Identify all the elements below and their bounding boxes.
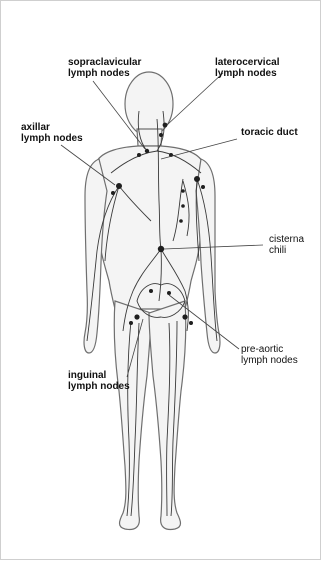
human-body-outline [84,72,220,529]
label-cisterna-chili: cisterna chili [269,234,304,256]
node-axillar-left [194,176,200,182]
node-supraclavicular [145,149,149,153]
node-inguinal-right [129,321,133,325]
node-thoracic [179,219,183,223]
label-thoracic-duct: toracic duct [241,127,298,138]
leader-laterocervical [167,73,223,125]
node-laterocervical [159,133,163,137]
label-laterocervical: laterocervical lymph nodes [215,57,280,79]
label-pre-aortic: pre-aortic lymph nodes [241,344,298,366]
node-inguinal-right [134,314,139,319]
node-inguinal-left [189,321,193,325]
node-axillar-right [116,183,122,189]
node-pre-aortic [167,291,171,295]
node-thoracic [181,204,185,208]
node-thoracic [181,189,185,193]
node-axillar-right [111,191,115,195]
label-axillar: axillar lymph nodes [21,122,83,144]
label-supraclavicular: sopraclavicular lymph nodes [68,57,141,79]
node-laterocervical [163,123,168,128]
node-axillar-left [201,185,205,189]
node-pre-aortic [149,289,153,293]
node-supraclavicular [137,153,141,157]
node-inguinal-left [182,314,187,319]
node-cisterna [158,246,164,252]
label-inguinal: inguinal lymph nodes [68,370,130,392]
